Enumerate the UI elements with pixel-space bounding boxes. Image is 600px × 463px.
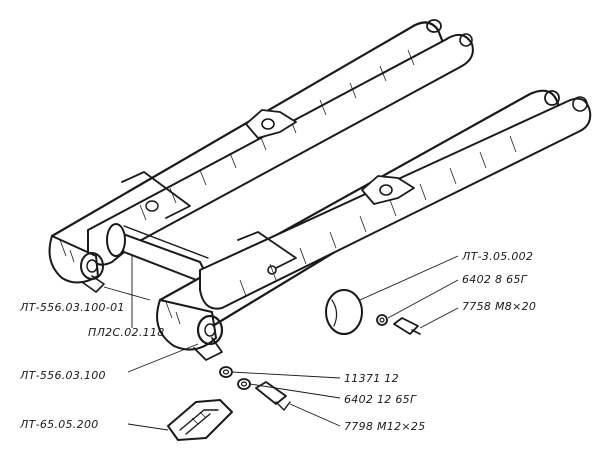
label-washer-11371: 11371 12 [344, 372, 399, 385]
callout-labels: ЛТ-556.03.100-01 ПЛ2С.02.118 ЛТ-556.03.1… [19, 250, 536, 433]
chain-guide [167, 399, 233, 441]
label-nut-6402-12: 6402 12 65Г [344, 393, 417, 406]
label-rear-arm-left: ЛТ-556.03.100-01 [19, 301, 125, 314]
label-tensioner-cap: ЛТ-3.05.002 [461, 250, 533, 263]
rear-arm-right [156, 89, 592, 361]
nut-6402-8 [376, 314, 388, 326]
label-bolt-m12: 7798 М12×25 [344, 420, 426, 433]
rear-arm-left [48, 19, 474, 293]
leader-lines [103, 255, 459, 431]
label-chain-guide: ЛТ-65.05.200 [19, 418, 99, 431]
nut-6402-12 [237, 378, 251, 390]
washer-11371 [219, 366, 233, 378]
cross-tube [106, 223, 213, 287]
label-nut-6402-8: 6402 8 65Г [462, 273, 528, 286]
tensioner-cap [325, 289, 363, 335]
label-tube: ПЛ2С.02.118 [88, 326, 165, 339]
label-screw-m8: 7758 М8×20 [462, 300, 536, 313]
label-rear-arm-right: ЛТ-556.03.100 [19, 369, 106, 382]
bolt-m12 [255, 381, 291, 411]
screw-m8 [393, 317, 421, 335]
